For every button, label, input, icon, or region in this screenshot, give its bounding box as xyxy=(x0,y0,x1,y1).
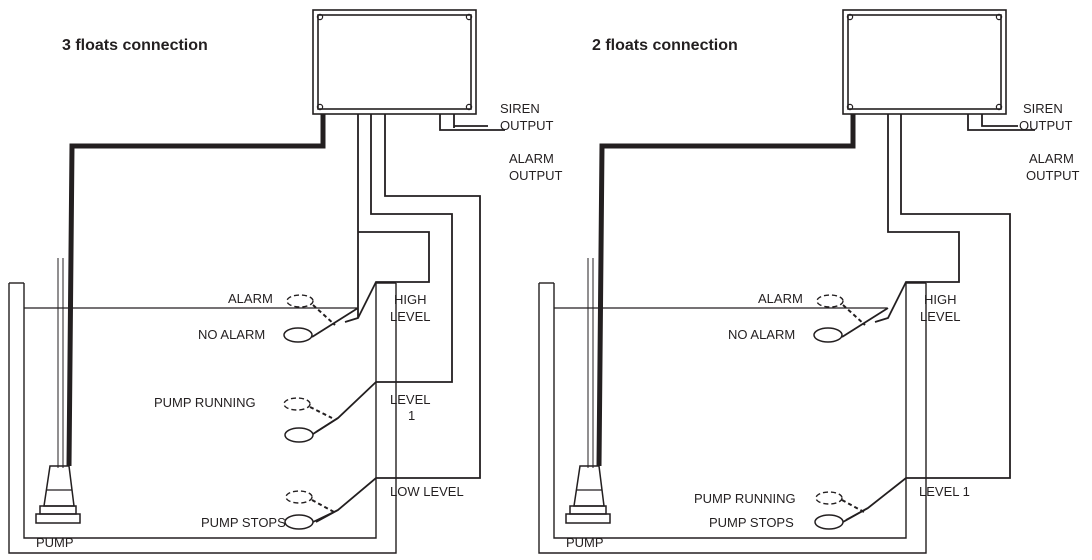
low-level-label: LOW LEVEL xyxy=(390,484,464,499)
alarm-output-label-line1: ALARM xyxy=(1029,151,1074,166)
pump-stops-label: PUMP STOPS xyxy=(201,515,286,530)
high-level-label-line2: LEVEL xyxy=(390,309,430,324)
pump-running-label: PUMP RUNNING xyxy=(694,491,796,506)
pump-label: PUMP xyxy=(566,535,604,550)
alarm-output-label-line2: OUTPUT xyxy=(509,168,563,183)
no-alarm-label: NO ALARM xyxy=(198,327,265,342)
alarm-output-label-line1: ALARM xyxy=(509,151,554,166)
level1-label-line1: LEVEL xyxy=(390,392,430,407)
alarm-state-label: ALARM xyxy=(758,291,803,306)
panel-title-2-floats: 2 floats connection xyxy=(592,37,738,54)
pump-power-cable xyxy=(596,114,856,467)
pump-stops-label: PUMP STOPS xyxy=(709,515,794,530)
float-pump-stops xyxy=(284,514,314,530)
no-alarm-label: NO ALARM xyxy=(728,327,795,342)
float-pump-stops xyxy=(814,514,844,530)
tank xyxy=(8,283,397,554)
high-level-label-line1: HIGH xyxy=(924,292,957,307)
control-box xyxy=(842,9,1007,115)
pump-power-cable xyxy=(66,114,326,467)
alarm-state-label: ALARM xyxy=(228,291,273,306)
float-no-alarm xyxy=(283,327,313,343)
pump-running-label: PUMP RUNNING xyxy=(154,395,256,410)
high-level-label-line1: HIGH xyxy=(394,292,427,307)
siren-output-label-line1: SIREN xyxy=(500,101,540,116)
pump-label: PUMP xyxy=(36,535,74,550)
control-box xyxy=(312,9,477,115)
float-no-alarm xyxy=(813,327,843,343)
wire-siren-output xyxy=(453,114,488,128)
siren-output-label-line2: OUTPUT xyxy=(1019,118,1073,133)
panel-title-3-floats: 3 floats connection xyxy=(62,37,208,54)
level1-label: LEVEL 1 xyxy=(919,484,970,499)
wire-high-level xyxy=(874,114,960,323)
wire-alarm-output xyxy=(967,114,1035,131)
high-level-label-line2: LEVEL xyxy=(920,309,960,324)
tank-inner-wall xyxy=(23,283,377,539)
wire-level-1 xyxy=(315,114,453,433)
siren-output-label-line1: SIREN xyxy=(1023,101,1063,116)
wire-alarm-output xyxy=(439,114,505,131)
float-alarm-raised xyxy=(816,294,844,308)
float-level1-lower xyxy=(284,427,314,443)
panel-two-floats xyxy=(538,9,1035,554)
wire-siren-output xyxy=(981,114,1018,127)
tank xyxy=(538,283,927,554)
float-alarm-raised xyxy=(286,294,314,308)
level1-label-line2: 1 xyxy=(408,408,415,423)
wire-high-level xyxy=(344,114,430,323)
siren-output-label-line2: OUTPUT xyxy=(500,118,554,133)
float-pump-running-raised xyxy=(815,491,843,505)
float-pump-running-raised xyxy=(283,397,311,411)
tank-inner-wall xyxy=(553,283,907,539)
pump-icon xyxy=(35,465,81,524)
panel-three-floats xyxy=(8,9,505,554)
alarm-output-label-line2: OUTPUT xyxy=(1026,168,1080,183)
pump-icon xyxy=(565,465,611,524)
float-low-raised xyxy=(285,490,313,504)
